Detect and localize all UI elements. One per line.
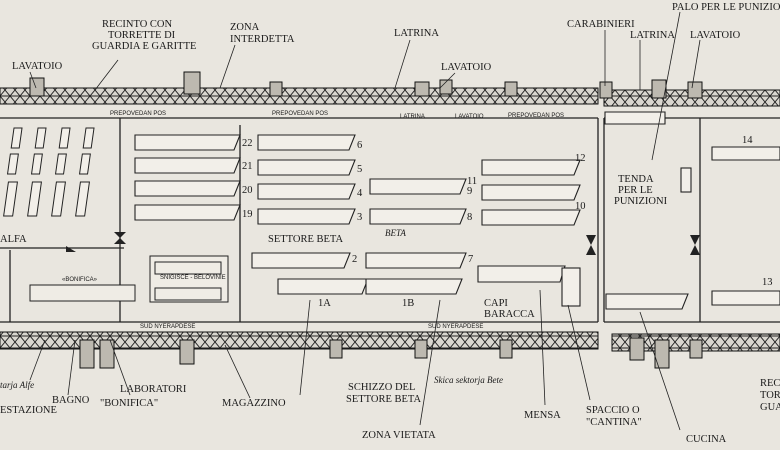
label-tarja: tarja Alfe bbox=[0, 380, 35, 390]
label-rec-right-1: REC bbox=[760, 378, 780, 389]
label-mensa: MENSA bbox=[524, 410, 561, 421]
label-capi-2: BARACCA bbox=[484, 309, 535, 320]
barrack-number: 7 bbox=[468, 254, 474, 265]
fence-text: LATRINA bbox=[400, 114, 425, 120]
fence-text: SUD NYERAPDESE bbox=[140, 324, 196, 330]
barrack-number: 4 bbox=[357, 188, 363, 199]
label-bonifica-inner: «BONIFICA» bbox=[62, 277, 98, 283]
label-latrina-2: LATRINA bbox=[630, 30, 675, 41]
label-zona-vietata: ZONA VIETATA bbox=[362, 430, 436, 441]
barrack-number: 12 bbox=[575, 153, 586, 164]
label-magazzino: MAGAZZINO bbox=[222, 398, 286, 409]
label-zona-interdetta-2: INTERDETTA bbox=[230, 34, 295, 45]
barrack-number: 6 bbox=[357, 140, 363, 151]
leader-lines bbox=[29, 11, 701, 431]
fence-text: SUD NYERAPDESE bbox=[428, 324, 484, 330]
label-settore-beta: SETTORE BETA bbox=[268, 234, 344, 245]
label-schizzo-2: SETTORE BETA bbox=[346, 394, 422, 405]
barrack-number: 22 bbox=[242, 138, 253, 149]
barrack-number: 14 bbox=[742, 135, 753, 146]
barrack-number: 1B bbox=[402, 298, 415, 309]
fence-text: PREPOVEDAN POS bbox=[110, 111, 167, 117]
label-spaccio-1: SPACCIO O bbox=[586, 405, 640, 416]
label-cucina: CUCINA bbox=[686, 434, 727, 445]
fence-text: PREPOVEDAN POS bbox=[272, 111, 329, 117]
label-beta: BETA bbox=[385, 228, 406, 238]
label-zona-interdetta-1: ZONA bbox=[230, 22, 260, 33]
barrack-number: 1A bbox=[318, 298, 331, 309]
barrack-number: 3 bbox=[357, 212, 363, 223]
gates bbox=[66, 232, 700, 255]
label-recinto-3: GUARDIA E GARITTE bbox=[92, 41, 197, 52]
barrack-number: 20 bbox=[242, 185, 253, 196]
beta-barracks bbox=[134, 111, 780, 310]
label-laboratori: LABORATORI bbox=[120, 384, 187, 395]
barrack-number: 13 bbox=[762, 277, 773, 288]
label-tenda-1: TENDA bbox=[618, 174, 654, 185]
barrack-number: 8 bbox=[467, 212, 473, 223]
label-recinto-2: TORRETTE DI bbox=[108, 30, 176, 41]
label-bagno: BAGNO bbox=[52, 395, 90, 406]
label-lavatoio-mid: LAVATOIO bbox=[441, 62, 492, 73]
label-bonifica: "BONIFICA" bbox=[100, 398, 159, 409]
label-tenda-3: PUNIZIONI bbox=[614, 196, 668, 207]
label-stazione: ESTAZIONE bbox=[0, 405, 57, 416]
label-spaccio-2: "CANTINA" bbox=[586, 417, 642, 428]
label-capi-1: CAPI bbox=[484, 298, 508, 309]
barrack-number: 10 bbox=[575, 201, 586, 212]
barrack-number: 21 bbox=[242, 161, 253, 172]
fence-text: PREPOVEDAN POS bbox=[508, 113, 565, 119]
inner-paths bbox=[0, 117, 780, 323]
barrack-number: 11 bbox=[467, 176, 478, 187]
label-schizzo-1: SCHIZZO DEL bbox=[348, 382, 416, 393]
label-latrina-1: LATRINA bbox=[394, 28, 439, 39]
guard-towers bbox=[29, 71, 703, 369]
label-lavatoio-right: LAVATOIO bbox=[690, 30, 741, 41]
label-palo: PALO PER LE PUNIZIONI bbox=[672, 2, 780, 13]
barrack-number: 2 bbox=[352, 254, 358, 265]
label-lavatoio-left: LAVATOIO bbox=[12, 61, 63, 72]
label-skica: Skica sektorja Bete bbox=[434, 375, 503, 385]
barrack-number: 5 bbox=[357, 164, 363, 175]
fence-text: LAVATOIO bbox=[455, 114, 484, 120]
label-recinto-1: RECINTO CON bbox=[102, 19, 173, 30]
bonifica-buildings bbox=[29, 255, 229, 303]
bottom-fence bbox=[0, 331, 780, 352]
label-alfa: ALFA bbox=[0, 234, 27, 245]
label-sisciste: SNIGISCE - BELOVINIE bbox=[160, 275, 226, 281]
label-rec-right-2: TOR bbox=[760, 390, 780, 401]
barrack-number: 19 bbox=[242, 209, 253, 220]
alfa-huts bbox=[3, 127, 95, 217]
label-tenda-2: PER LE bbox=[618, 185, 653, 196]
label-carabinieri: CARABINIERI bbox=[567, 19, 635, 30]
label-rec-right-3: GUA bbox=[760, 402, 780, 413]
barrack-number: 9 bbox=[467, 186, 473, 197]
